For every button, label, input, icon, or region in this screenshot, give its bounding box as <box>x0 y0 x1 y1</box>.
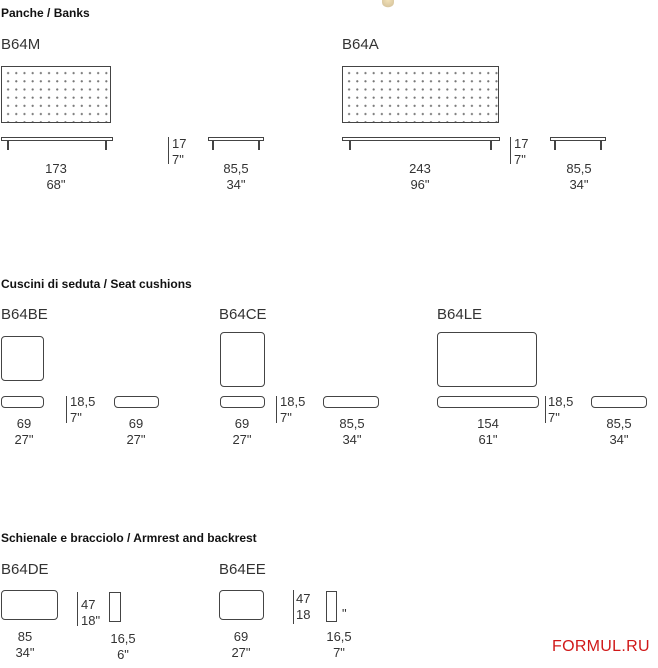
dim-height-b64be: 18,5 7" <box>70 394 96 425</box>
dim-width-b64ee: 69 27" <box>231 629 251 660</box>
backrest-front-view-b64de <box>1 590 58 620</box>
cushion-end-view-b64le <box>591 396 647 408</box>
height-bar-b64m <box>168 137 169 164</box>
bench-top-view-b64a <box>342 66 499 123</box>
dim-width-b64de: 85 34" <box>15 629 35 660</box>
dim-width-b64le: 154 61" <box>477 416 499 447</box>
product-code-b64m: B64M <box>1 36 41 53</box>
dim-height-b64a: 17 7" <box>514 136 529 167</box>
dim-height-b64le: 18,5 7" <box>548 394 574 425</box>
section-title-cushions: Cuscini di seduta / Seat cushions <box>1 277 192 291</box>
backrest-side-view-b64de <box>109 592 121 622</box>
dim-depth-b64de: 16,5 6" <box>110 631 136 662</box>
dim-depth-b64ce: 85,5 34" <box>339 416 365 447</box>
dim-depth-b64m: 85,5 34" <box>223 161 249 192</box>
cushion-side-view-b64be <box>1 396 44 408</box>
bench-side-view-b64a <box>342 137 500 151</box>
backrest-side-view-b64ee <box>326 591 337 622</box>
dim-width-b64be: 69 27" <box>14 416 34 447</box>
dim-depth-b64a: 85,5 34" <box>566 161 592 192</box>
product-code-b64a: B64A <box>342 36 379 53</box>
product-code-b64ce: B64CE <box>219 306 267 323</box>
dim-width-b64a: 243 96" <box>409 161 431 192</box>
height-bar-b64ce <box>276 396 277 423</box>
dim-depth-b64le: 85,5 34" <box>606 416 632 447</box>
cushion-side-view-b64ce <box>220 396 265 408</box>
dim-height-b64ce: 18,5 7" <box>280 394 306 425</box>
inch-mark-b64ee: " <box>342 606 347 621</box>
bench-end-view-b64a <box>550 137 606 151</box>
cushion-top-view-b64ce <box>220 332 265 387</box>
height-bar-b64le <box>545 396 546 423</box>
section-title-benches: Panche / Banks <box>1 6 90 20</box>
backrest-front-view-b64ee <box>219 590 264 620</box>
cushion-top-view-b64be <box>1 336 44 381</box>
product-code-b64ee: B64EE <box>219 561 266 578</box>
cushion-end-view-b64be <box>114 396 159 408</box>
dim-height-b64de: 47 18" <box>81 597 101 628</box>
lamp-fragment <box>382 0 394 8</box>
dim-width-b64m: 173 68" <box>45 161 67 192</box>
dim-height-b64ee: 47 18 <box>296 591 311 622</box>
height-bar-b64a <box>510 137 511 164</box>
dim-width-b64ce: 69 27" <box>232 416 252 447</box>
cushion-top-view-b64le <box>437 332 537 387</box>
cushion-end-view-b64ce <box>323 396 379 408</box>
bench-end-view-b64m <box>208 137 264 151</box>
height-bar-b64ee <box>293 590 294 624</box>
dim-depth-b64ee: 16,5 7" <box>326 629 352 660</box>
dim-height-b64m: 17 7" <box>172 136 187 167</box>
cushion-side-view-b64le <box>437 396 539 408</box>
product-code-b64de: B64DE <box>1 561 49 578</box>
height-bar-b64be <box>66 396 67 423</box>
dim-depth-b64be: 69 27" <box>126 416 146 447</box>
height-bar-b64de <box>77 592 78 626</box>
product-code-b64be: B64BE <box>1 306 48 323</box>
product-code-b64le: B64LE <box>437 306 483 323</box>
bench-side-view-b64m <box>1 137 113 151</box>
section-title-backrest: Schienale e bracciolo / Armrest and back… <box>1 531 257 545</box>
bench-top-view-b64m <box>1 66 111 123</box>
watermark-formul: FORMUL.RU <box>552 638 650 655</box>
